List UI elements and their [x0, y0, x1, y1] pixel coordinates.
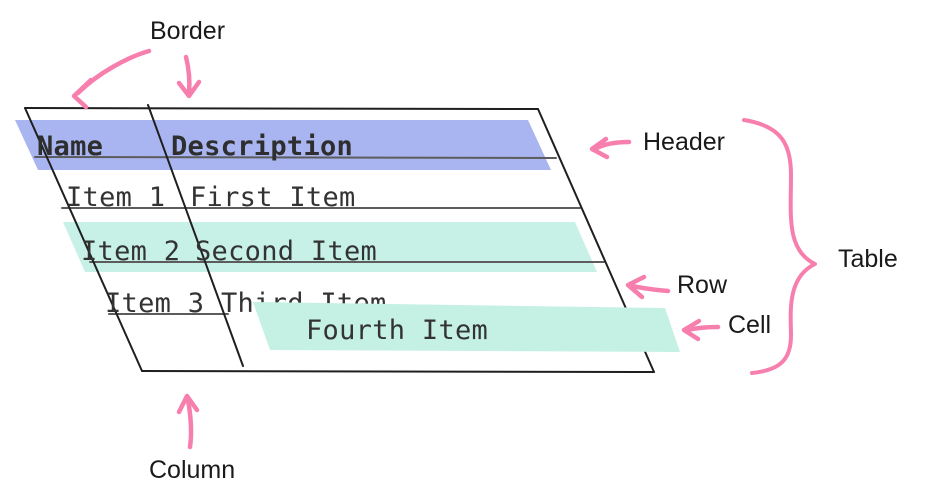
table-border-top [24, 107, 539, 110]
row-arrow-icon [625, 274, 671, 300]
table-border-left [24, 107, 143, 372]
column-arrow-icon [176, 393, 200, 450]
cell-row2-name: Item 2 [81, 236, 181, 267]
row-highlight [63, 222, 597, 272]
table-brace-icon [742, 118, 817, 375]
cell-highlight [253, 302, 680, 352]
border-arrow-left-icon [71, 48, 152, 110]
row-separator-lines [34, 156, 605, 315]
header-underline [34, 156, 557, 159]
header-cell-description: Description [171, 131, 354, 162]
column-label: Column [149, 456, 236, 484]
annotation-strokes [71, 48, 817, 450]
table-border-bottom [141, 370, 655, 373]
header-arrow-icon [589, 136, 632, 160]
cell-row1-name: Item 1 [66, 182, 166, 213]
cell-row4-description: Fourth Item [306, 315, 489, 346]
row-label: Row [677, 271, 728, 299]
cell-row1-description: First Item [190, 182, 356, 213]
border-arrow-down-icon [176, 54, 202, 99]
cell-arrow-icon [681, 318, 721, 342]
cell-row3-name: Item 3 [105, 288, 205, 319]
border-label: Border [150, 17, 226, 45]
column-divider-line [147, 104, 244, 367]
header-label: Header [643, 128, 725, 156]
header-cell-name: Name [37, 131, 104, 162]
cell-label: Cell [728, 311, 772, 339]
cell-row2-description: Second Item [195, 236, 378, 267]
table-label: Table [838, 245, 898, 273]
